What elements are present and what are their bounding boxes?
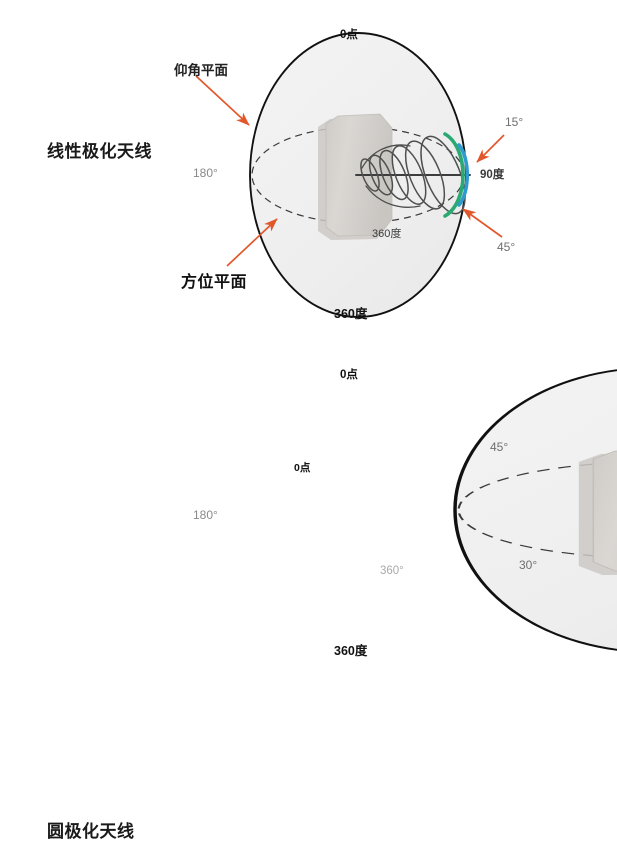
linear-helix-beam: [355, 135, 471, 215]
beam-45deg-arrow: [462, 208, 503, 238]
linear-label-top: 0点: [340, 29, 358, 41]
circular-label-inner-zero: 0点: [294, 462, 311, 474]
linear-antenna-radome: [318, 113, 393, 240]
circular-label-45deg: 45°: [490, 440, 509, 454]
linear-label-15deg: 15°: [505, 115, 524, 129]
circular-label-left-180: 180°: [193, 508, 218, 522]
circular-label-inner-azimuth: 360°: [380, 565, 404, 577]
circular-antenna-radome: [578, 450, 617, 575]
linear-label-45deg: 45°: [497, 240, 516, 254]
circular-sphere: [453, 369, 617, 651]
linear-label-90du: 90度: [480, 169, 505, 181]
elevation-plane-arrow: [195, 75, 250, 126]
elevation-plane-label: 仰角平面: [174, 63, 228, 78]
linear-beam-arc-blue: [457, 143, 469, 207]
linear-polarization-graphic: [195, 32, 505, 318]
linear-label-bottom: 360度: [334, 307, 368, 321]
linear-panel-title: 线性极化天线: [47, 142, 152, 161]
circular-label-top: 0点: [340, 369, 358, 381]
circular-polarization-panel: 圆极化天线: [0, 340, 617, 841]
circular-panel-title: 圆极化天线: [47, 822, 135, 841]
beam-15deg-arrow: [476, 134, 505, 163]
linear-label-inner-azimuth: 360度: [372, 228, 402, 240]
circular-polarization-graphic: [453, 369, 617, 651]
azimuth-plane-arrow: [226, 218, 278, 267]
linear-label-left-180: 180°: [193, 166, 218, 180]
circular-label-bottom: 360度: [334, 644, 368, 658]
azimuth-plane-label: 方位平面: [181, 274, 248, 291]
linear-beam-arc-green: [443, 132, 465, 218]
linear-polarization-panel: 线性极化天线: [0, 0, 617, 340]
circular-label-30deg: 30°: [519, 558, 538, 572]
